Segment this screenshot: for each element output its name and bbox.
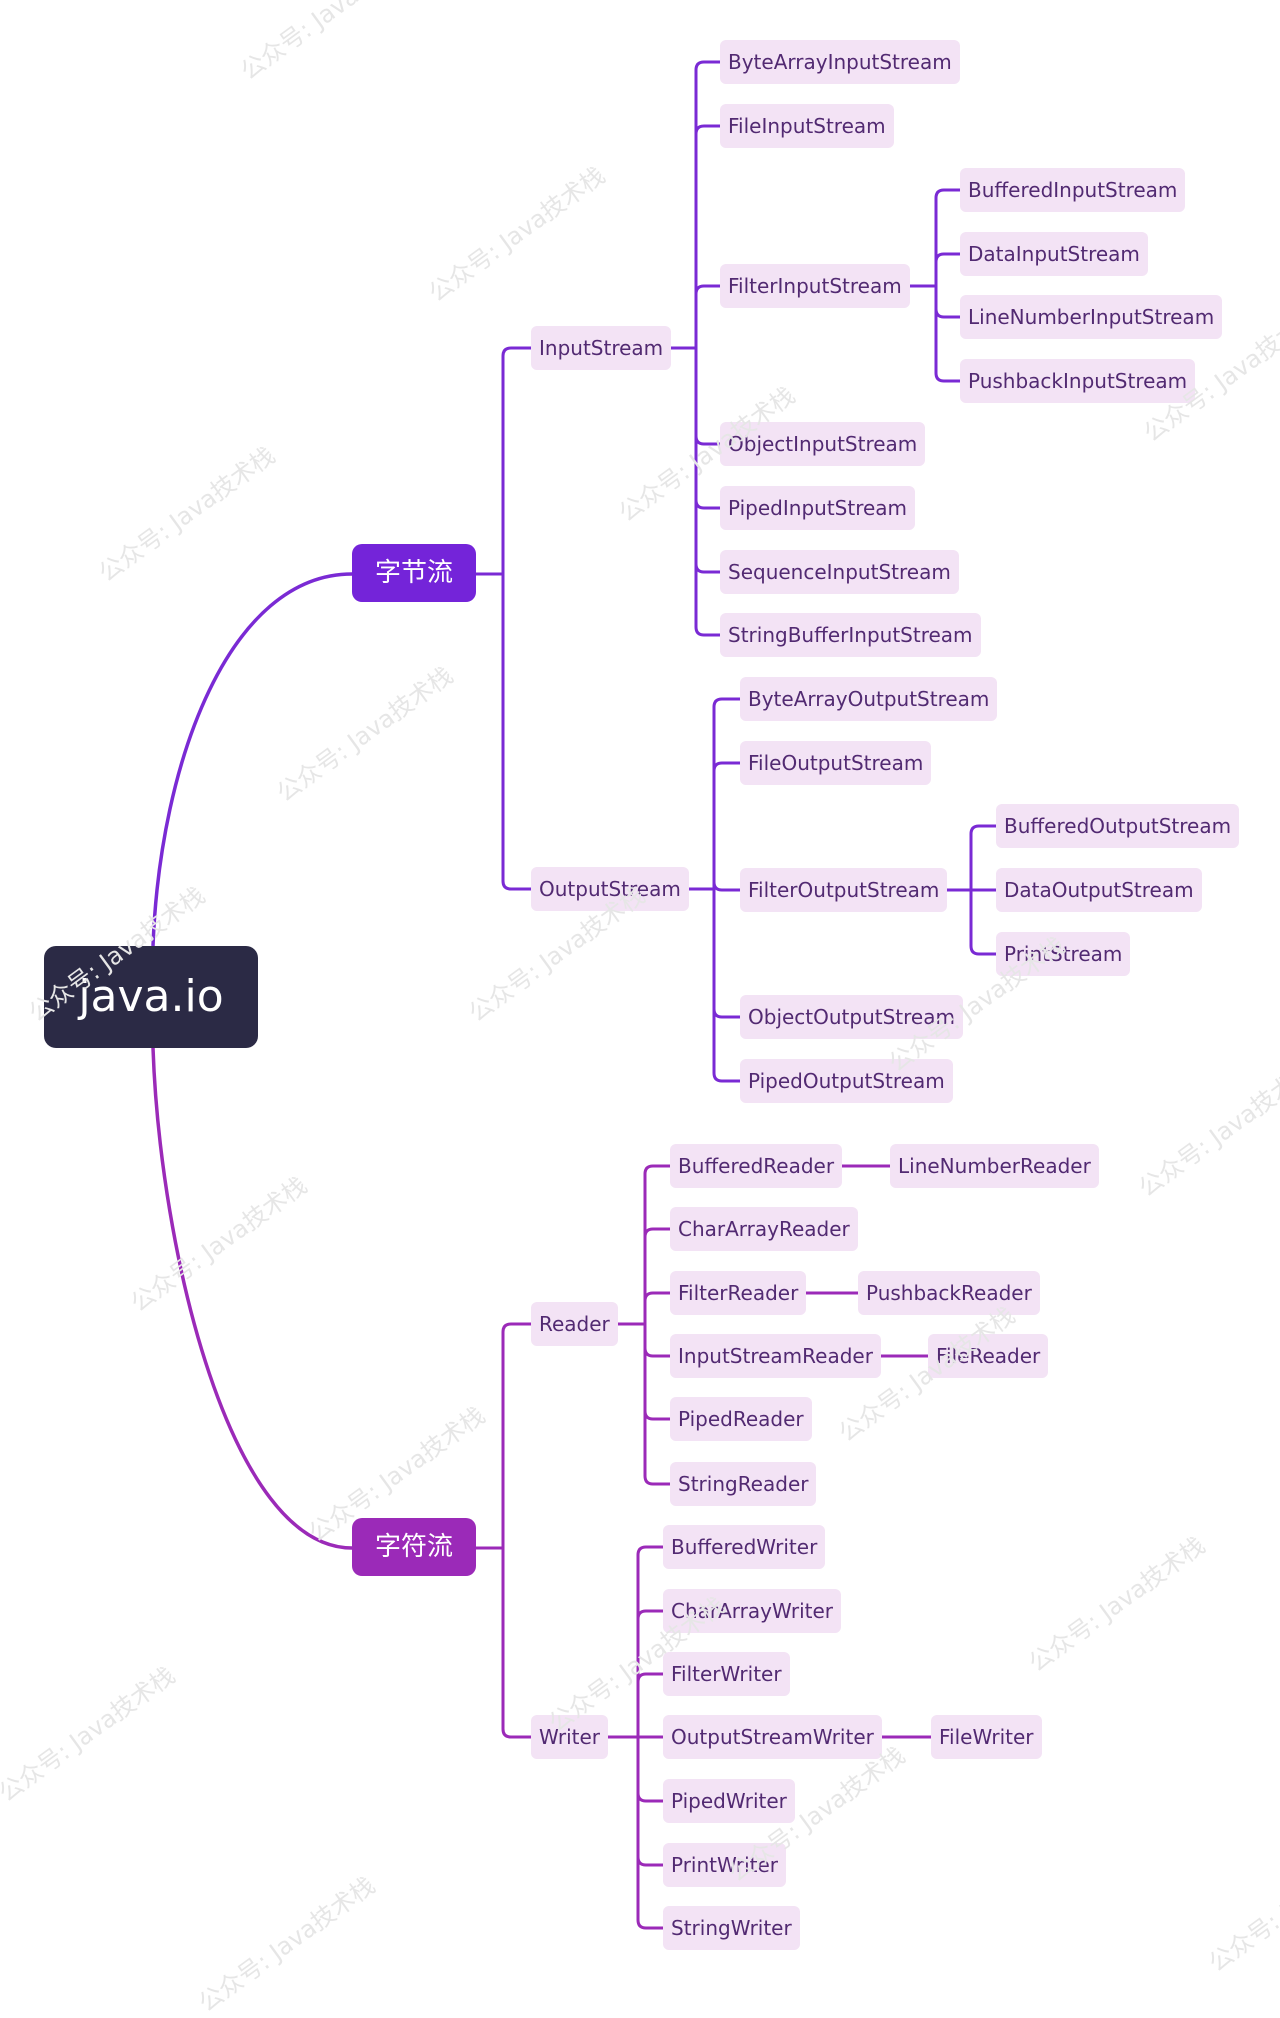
node-pushback-input-stream: PushbackInputStream [960, 359, 1196, 403]
node-filter-output-stream: FilterOutputStream [740, 868, 948, 912]
node-file-reader: FileReader [928, 1334, 1049, 1378]
node-piped-input-stream: PipedInputStream [720, 486, 916, 530]
category-char-stream: 字符流 [352, 1518, 476, 1576]
node-piped-reader: PipedReader [670, 1397, 812, 1441]
node-string-writer: StringWriter [663, 1906, 800, 1950]
node-filter-input-stream: FilterInputStream [720, 264, 910, 308]
node-data-output-stream: DataOutputStream [996, 868, 1202, 912]
node-input-stream: InputStream [531, 326, 672, 370]
node-writer: Writer [531, 1715, 609, 1759]
node-pushback-reader: PushbackReader [858, 1271, 1040, 1315]
node-char-array-reader: CharArrayReader [670, 1207, 858, 1251]
node-line-number-input-stream: LineNumberInputStream [960, 295, 1223, 339]
node-file-writer: FileWriter [931, 1715, 1042, 1759]
node-file-output-stream: FileOutputStream [740, 741, 932, 785]
node-piped-output-stream: PipedOutputStream [740, 1059, 953, 1103]
node-sequence-input-stream: SequenceInputStream [720, 550, 959, 594]
node-buffered-writer: BufferedWriter [663, 1525, 826, 1569]
node-buffered-reader: BufferedReader [670, 1144, 843, 1188]
node-char-array-writer: CharArrayWriter [663, 1589, 842, 1633]
node-output-stream: OutputStream [531, 867, 689, 911]
node-string-reader: StringReader [670, 1462, 817, 1506]
node-filter-reader: FilterReader [670, 1271, 807, 1315]
node-file-input-stream: FileInputStream [720, 104, 894, 148]
node-string-buffer-input-stream: StringBufferInputStream [720, 613, 981, 657]
node-byte-array-output-stream: ByteArrayOutputStream [740, 677, 998, 721]
node-input-stream-reader: InputStreamReader [670, 1334, 881, 1378]
node-object-input-stream: ObjectInputStream [720, 422, 926, 466]
node-data-input-stream: DataInputStream [960, 232, 1148, 276]
node-piped-writer: PipedWriter [663, 1779, 795, 1823]
node-object-output-stream: ObjectOutputStream [740, 995, 963, 1039]
node-buffered-output-stream: BufferedOutputStream [996, 804, 1240, 848]
root-node: java.io [44, 946, 258, 1048]
node-buffered-input-stream: BufferedInputStream [960, 168, 1186, 212]
node-byte-array-input-stream: ByteArrayInputStream [720, 40, 960, 84]
node-reader: Reader [531, 1302, 618, 1346]
category-byte-stream: 字节流 [352, 544, 476, 602]
node-filter-writer: FilterWriter [663, 1652, 790, 1696]
node-line-number-reader: LineNumberReader [890, 1144, 1099, 1188]
node-output-stream-writer: OutputStreamWriter [663, 1715, 882, 1759]
node-print-stream: PrintStream [996, 932, 1131, 976]
node-print-writer: PrintWriter [663, 1843, 787, 1887]
